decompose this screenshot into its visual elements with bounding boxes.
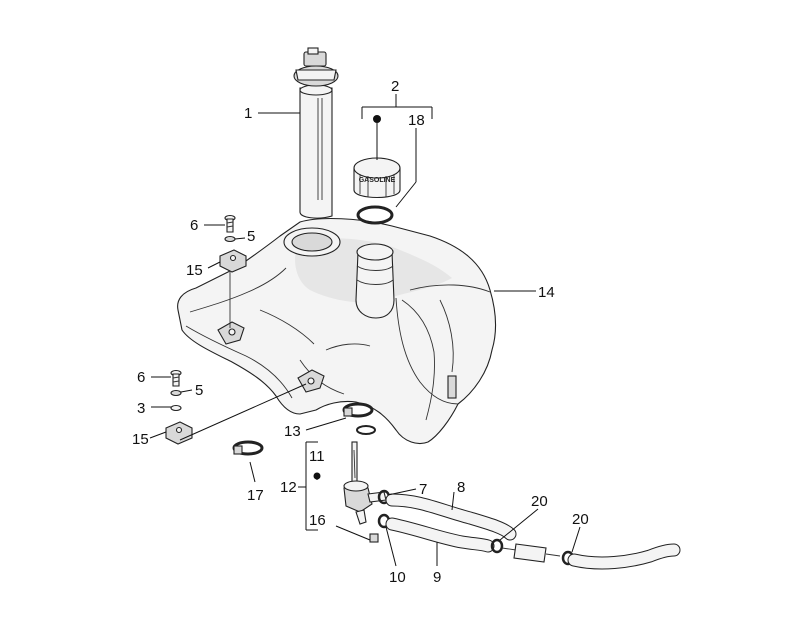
callout-20-a: 20 [531, 493, 548, 510]
drain-screw [369, 533, 379, 543]
callout-labels: 1 2 18 6 5 15 14 6 5 3 15 13 11 12 17 16… [132, 78, 589, 586]
fuel-cap: GASOLINE [353, 157, 401, 198]
callout-7: 7 [419, 481, 427, 498]
callout-6-lower: 6 [137, 369, 145, 386]
callout-16: 16 [309, 512, 326, 529]
fuel-filter [501, 543, 561, 563]
callout-9: 9 [433, 569, 441, 586]
cap-gasket [356, 205, 394, 225]
screw-lower [170, 369, 182, 387]
screw-upper [224, 214, 236, 233]
callout-2: 2 [391, 78, 399, 95]
callout-14: 14 [538, 284, 555, 301]
leader-lines [149, 94, 581, 567]
set-marker-dot [373, 115, 381, 123]
hose-clamp-17 [232, 440, 264, 456]
rubber-pad-upper [219, 249, 247, 273]
fuel-outlet-hose [567, 543, 681, 570]
washer-lower-b [170, 404, 182, 412]
callout-11: 11 [309, 448, 325, 465]
fuel-tap [343, 441, 387, 525]
callout-13: 13 [284, 423, 301, 440]
washer-upper [224, 235, 236, 243]
callout-5-lower: 5 [195, 382, 203, 399]
washer-lower-a [170, 389, 182, 397]
callout-5-upper: 5 [247, 228, 255, 245]
fuel-hose-9 [385, 517, 495, 553]
fuel-hose-8 [385, 493, 517, 541]
rubber-pad-lower [165, 421, 193, 445]
callout-8: 8 [457, 479, 465, 496]
callout-15-lower: 15 [132, 431, 149, 448]
callout-12: 12 [280, 479, 297, 496]
callout-15-upper: 15 [186, 262, 203, 279]
hose-clamp-tank [342, 402, 374, 418]
callout-10: 10 [389, 569, 406, 586]
callout-20-b: 20 [572, 511, 589, 528]
cap-text: GASOLINE [359, 177, 396, 184]
o-ring-13 [356, 425, 376, 435]
callout-1: 1 [244, 105, 252, 122]
callout-17: 17 [247, 487, 264, 504]
fuel-tank [177, 217, 497, 445]
hose-clamp-20a [490, 538, 504, 554]
callout-6-upper: 6 [190, 217, 198, 234]
fuel-level-sender [293, 47, 339, 219]
callout-18: 18 [408, 112, 425, 129]
callout-3: 3 [137, 400, 145, 417]
